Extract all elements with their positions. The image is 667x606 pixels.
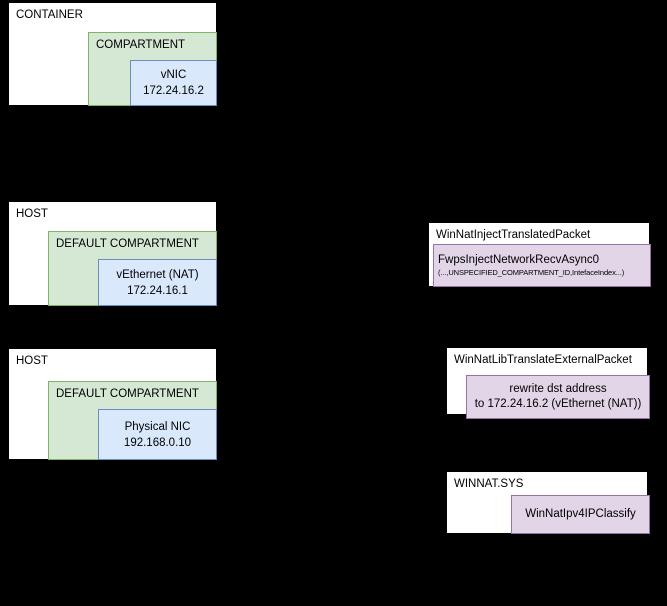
vethernet-nat-address: 172.24.16.1 [127, 284, 188, 297]
vnic-address: 172.24.16.2 [143, 85, 204, 97]
host-nat-compartment-label: DEFAULT COMPARTMENT [56, 238, 199, 250]
fwps-inject-call-name: FwpsInjectNetworkRecvAsync0 [438, 254, 600, 266]
vethernet-nat-name: vEthernet (NAT) [116, 268, 199, 281]
fwps-inject-call-box: FwpsInjectNetworkRecvAsync0 (...,UNSPECI… [433, 244, 651, 287]
rewrite-dst-line1: rewrite dst address [509, 383, 607, 395]
physical-nic-address: 192.168.0.10 [123, 436, 192, 449]
host-physical-label: HOST [16, 355, 48, 367]
wnlib-translate-label: WinNatLibTranslateExternalPacket [454, 354, 632, 366]
winnat-sys-label: WINNAT.SYS [454, 478, 524, 490]
vethernet-nat-box: vEthernet (NAT) 172.24.16.1 [98, 259, 217, 306]
rewrite-dst-box: rewrite dst address to 172.24.16.2 (vEth… [466, 375, 650, 419]
host-nat-label: HOST [16, 208, 48, 220]
winnat-classify-box: WinNatIpv4IPClassify [511, 495, 650, 534]
vnic-box: vNIC 172.24.16.2 [130, 60, 217, 106]
wninject-label: WinNatInjectTranslatedPacket [436, 229, 591, 241]
physical-nic-name: Physical NIC [124, 420, 191, 433]
winnat-classify-name: WinNatIpv4IPClassify [525, 508, 636, 520]
host-physical-compartment-label: DEFAULT COMPARTMENT [56, 388, 199, 400]
fwps-inject-call-args: (...,UNSPECIFIED_COMPARTMENT_ID,Inteface… [438, 268, 625, 277]
physical-nic-box: Physical NIC 192.168.0.10 [98, 409, 217, 460]
rewrite-dst-line2: to 172.24.16.2 (vEthernet (NAT)) [474, 398, 642, 410]
vnic-name: vNIC [160, 69, 187, 81]
container-compartment-label: COMPARTMENT [96, 39, 186, 51]
container-label: CONTAINER [16, 9, 83, 21]
